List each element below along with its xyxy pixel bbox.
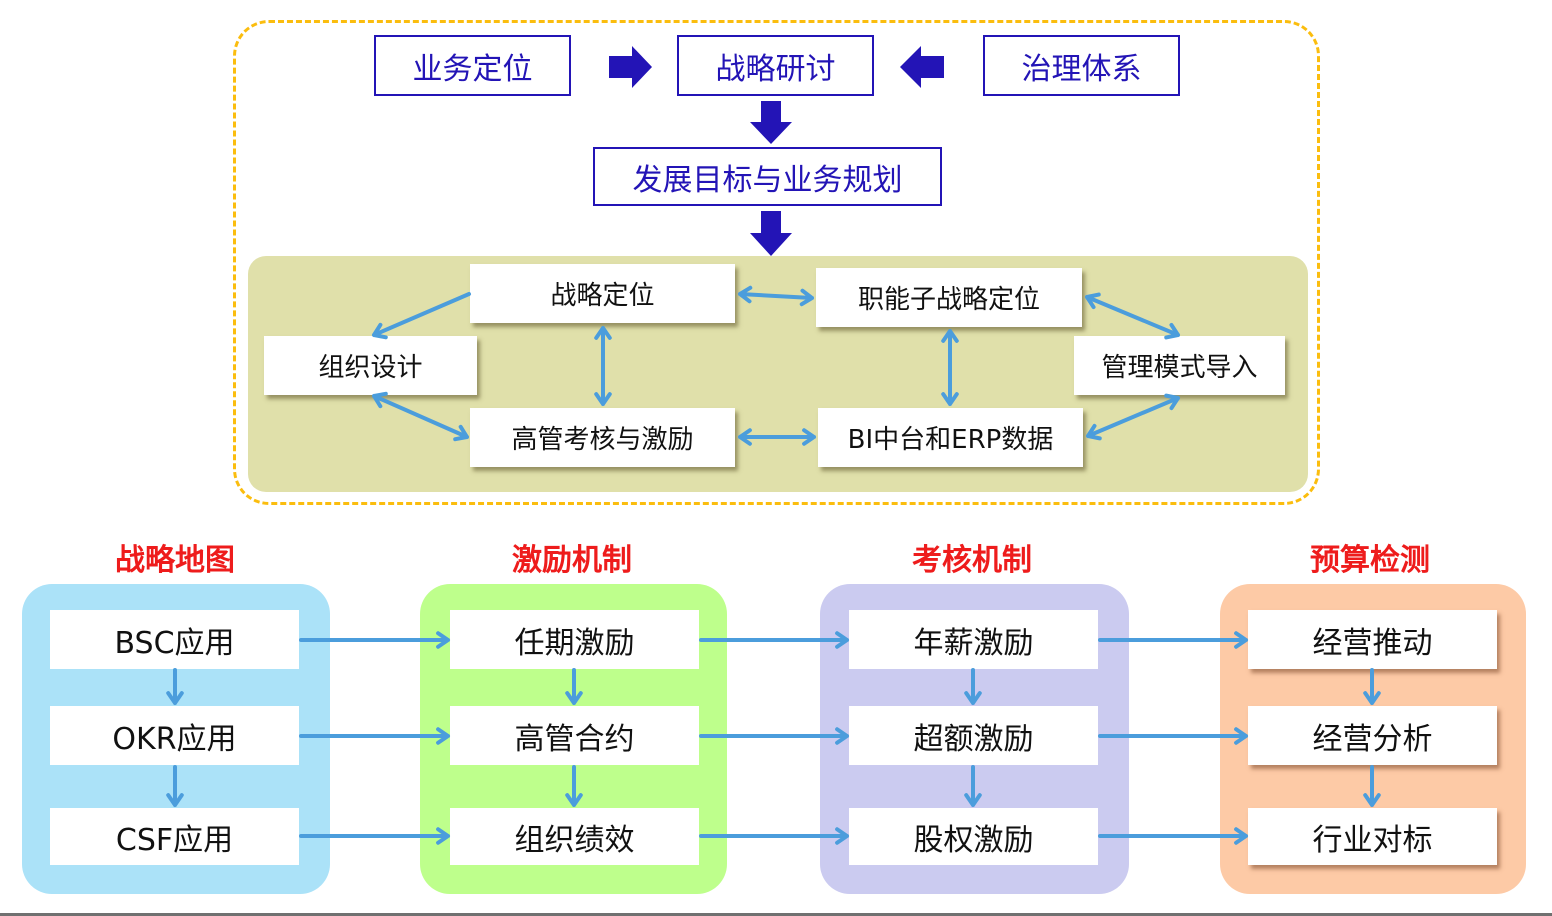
item-operation-analysis-label: 经营分析: [1312, 721, 1433, 757]
governance-system-label: 治理体系: [1021, 51, 1142, 87]
item-annual-salary: 年薪激励: [849, 610, 1098, 669]
strategy-discussion-label: 战略研讨: [715, 51, 836, 87]
org-design-label: 组织设计: [318, 353, 423, 383]
governance-system-box: 治理体系: [983, 35, 1180, 96]
item-operation-drive-label: 经营推动: [1312, 625, 1433, 661]
bi-erp-label: BI中台和ERP数据: [847, 425, 1054, 455]
item-annual-salary-label: 年薪激励: [913, 625, 1034, 661]
item-excess-incentive-label: 超额激励: [913, 721, 1034, 757]
item-csf-label: CSF应用: [115, 822, 234, 858]
functional-sub-strategy-label: 职能子战略定位: [857, 285, 1040, 315]
item-okr-label: OKR应用: [112, 721, 237, 757]
item-tenure-incentive: 任期激励: [450, 610, 699, 669]
item-bsc: BSC应用: [50, 610, 299, 669]
development-goals-box: 发展目标与业务规划: [593, 147, 942, 206]
item-equity-incentive-label: 股权激励: [913, 822, 1034, 858]
functional-sub-strategy-box: 职能子战略定位: [816, 268, 1082, 327]
business-positioning-box: 业务定位: [374, 35, 571, 96]
strategic-positioning-label: 战略定位: [550, 281, 655, 311]
item-bsc-label: BSC应用: [114, 625, 235, 661]
strategy-frame: [233, 20, 1320, 505]
exec-assessment-label: 高管考核与激励: [511, 425, 694, 455]
development-goals-label: 发展目标与业务规划: [632, 162, 903, 198]
item-exec-contract-label: 高管合约: [514, 721, 635, 757]
management-mode-label: 管理模式导入: [1101, 353, 1258, 383]
column-title-incentive: 激励机制: [512, 543, 632, 578]
item-csf: CSF应用: [50, 808, 299, 865]
item-exec-contract: 高管合约: [450, 706, 699, 765]
item-industry-benchmark: 行业对标: [1248, 808, 1497, 865]
item-org-performance: 组织绩效: [450, 808, 699, 865]
column-title-strategy-map: 战略地图: [115, 543, 235, 578]
item-operation-drive: 经营推动: [1248, 610, 1497, 669]
item-okr: OKR应用: [50, 706, 299, 765]
bi-erp-box: BI中台和ERP数据: [818, 408, 1083, 467]
org-design-box: 组织设计: [264, 336, 477, 395]
management-mode-box: 管理模式导入: [1074, 336, 1285, 395]
item-tenure-incentive-label: 任期激励: [514, 625, 635, 661]
item-equity-incentive: 股权激励: [849, 808, 1098, 865]
business-positioning-label: 业务定位: [412, 51, 533, 87]
item-org-performance-label: 组织绩效: [514, 822, 635, 858]
strategic-positioning-box: 战略定位: [470, 264, 735, 323]
bottom-divider: [0, 913, 1552, 916]
strategy-discussion-box: 战略研讨: [677, 35, 874, 96]
item-operation-analysis: 经营分析: [1248, 706, 1497, 765]
column-title-budget: 预算检测: [1310, 543, 1430, 578]
item-industry-benchmark-label: 行业对标: [1312, 822, 1433, 858]
item-excess-incentive: 超额激励: [849, 706, 1098, 765]
column-title-assessment: 考核机制: [912, 543, 1032, 578]
exec-assessment-box: 高管考核与激励: [470, 408, 735, 467]
